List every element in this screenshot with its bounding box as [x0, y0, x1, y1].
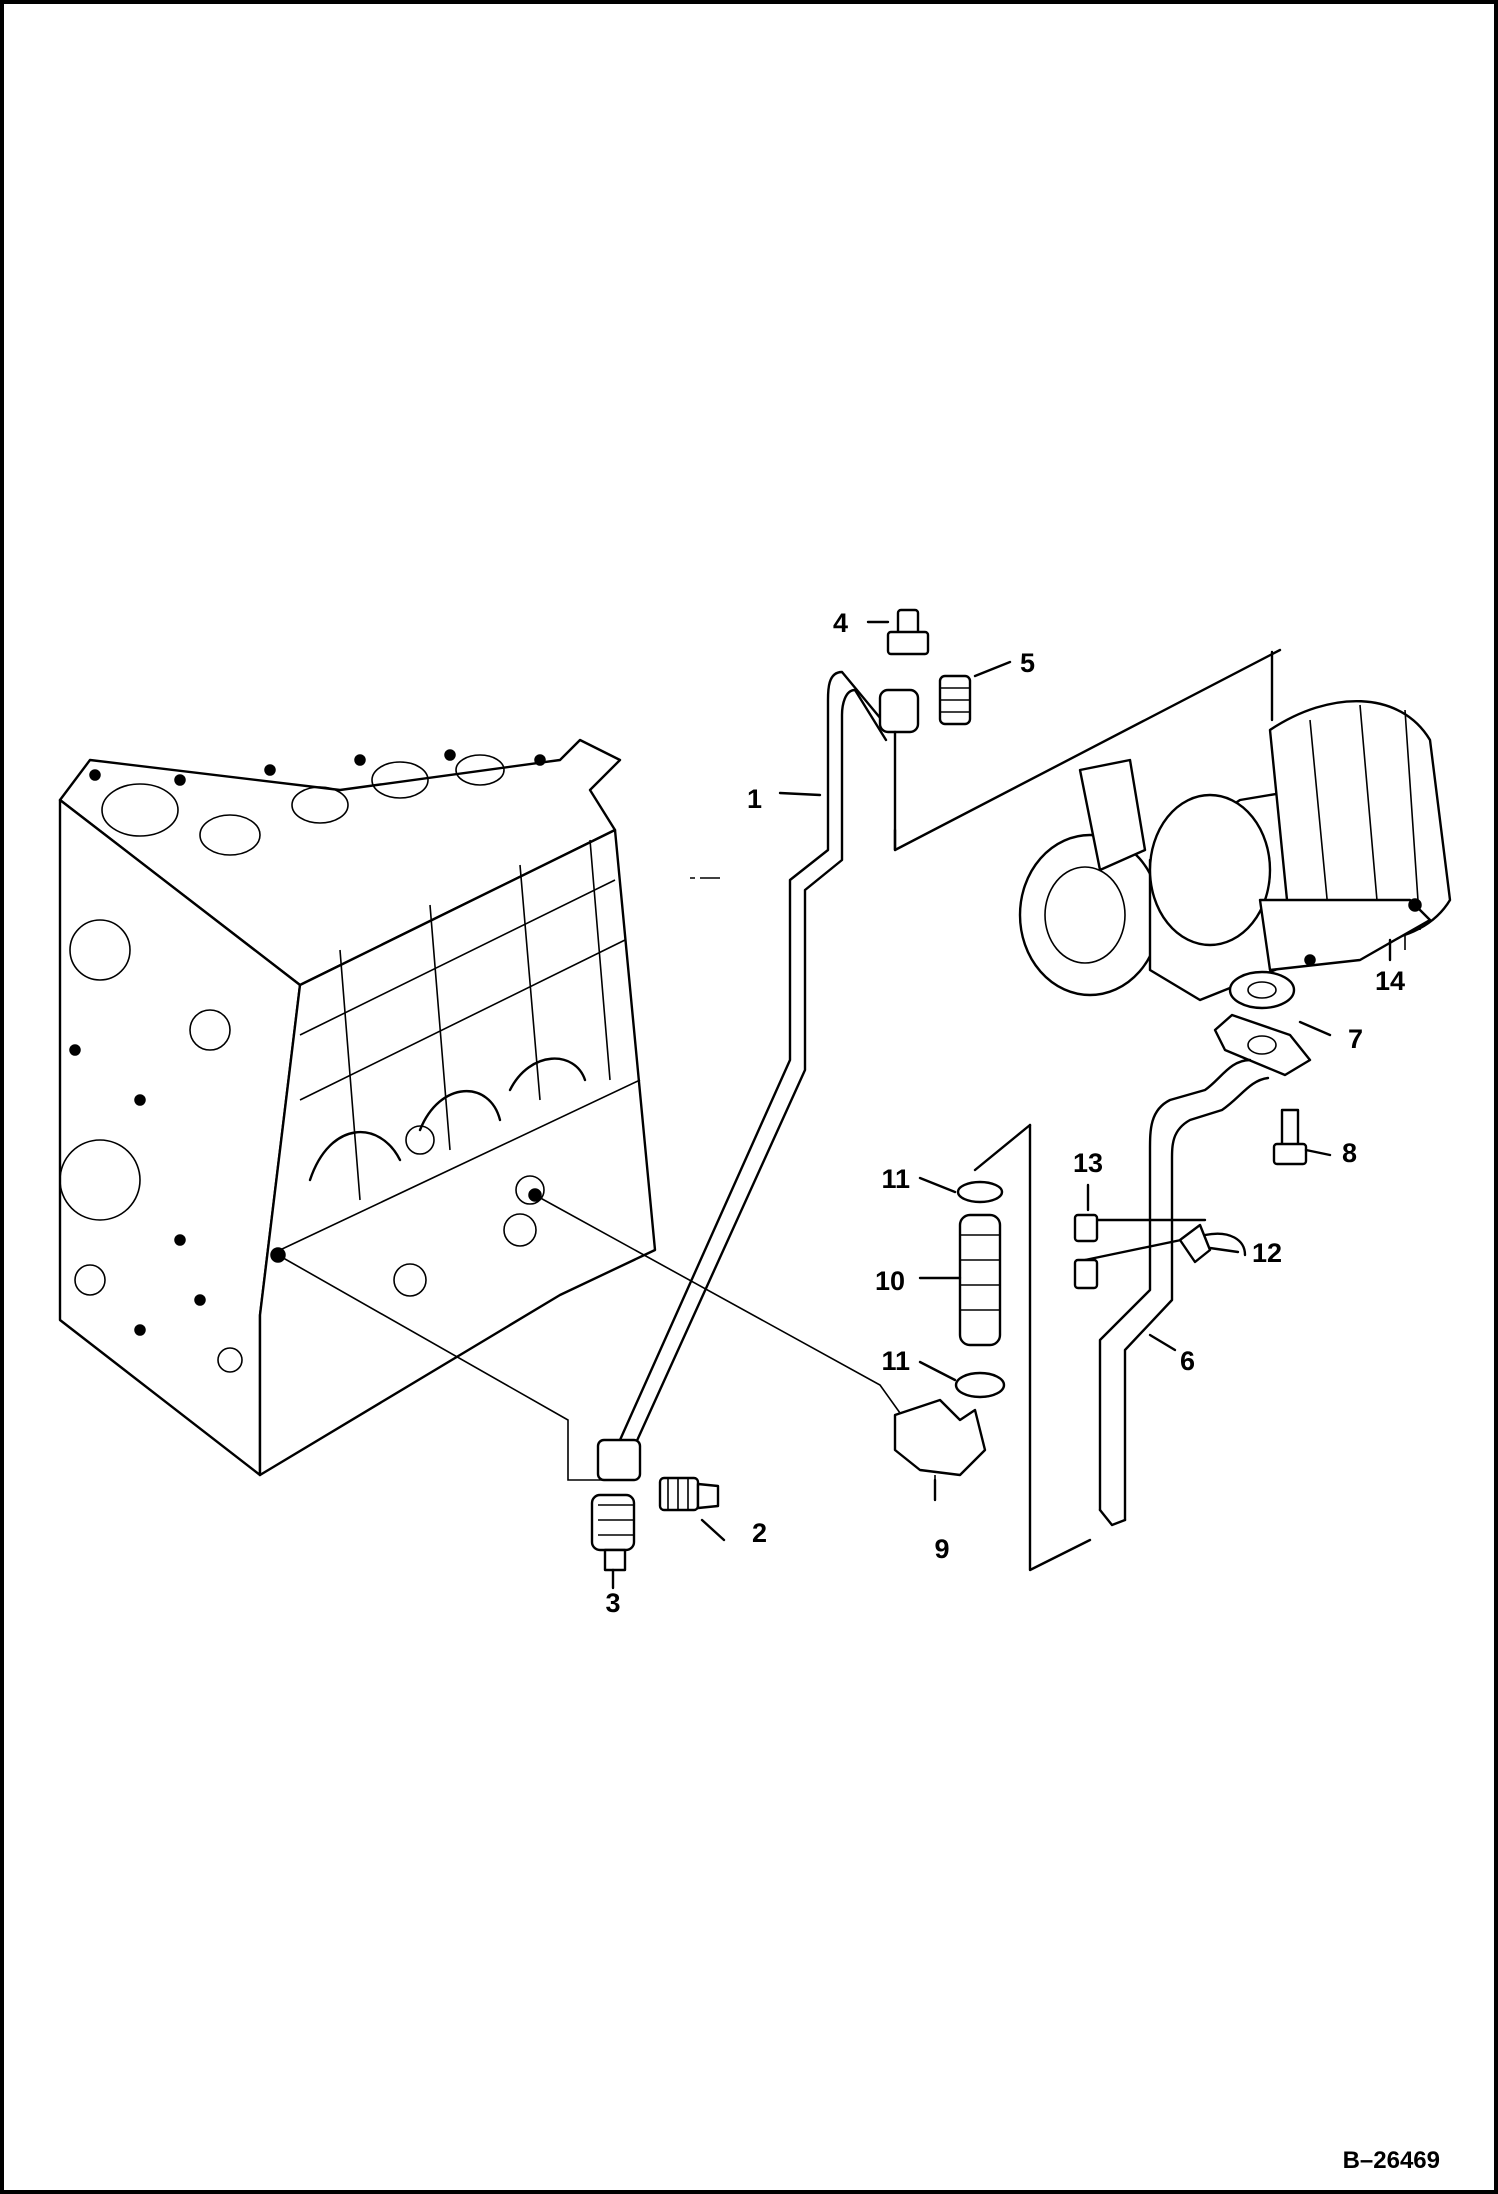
gasket-7 [1213, 970, 1312, 1077]
callout-1: 1 [747, 784, 762, 814]
clamp-12-13 [1073, 1213, 1247, 1290]
callout-3: 3 [605, 1588, 620, 1618]
hose-assembly-9-10-11 [893, 1123, 1092, 1572]
callout-12: 12 [1252, 1238, 1282, 1268]
callout-9: 9 [934, 1534, 949, 1564]
turbocharger [1018, 650, 1452, 1002]
callout-7: 7 [1348, 1024, 1363, 1054]
banjo-fitting-top [878, 608, 1282, 852]
callout-8: 8 [1342, 1138, 1357, 1168]
callout-6: 6 [1180, 1346, 1195, 1376]
callout-13: 13 [1073, 1148, 1103, 1178]
callout-leaders [611, 620, 1392, 1590]
oil-drain-pipe-6 [1098, 1058, 1270, 1527]
callout-14: 14 [1375, 966, 1405, 996]
callout-5: 5 [1020, 648, 1035, 678]
callout-2: 2 [752, 1518, 767, 1548]
callout-4: 4 [833, 608, 848, 638]
bolt-8 [1272, 1108, 1308, 1166]
leader-block-to-fitting-9 [534, 1194, 906, 1421]
banjo-bolt-2 [658, 1476, 720, 1512]
callout-11-upper: 11 [881, 1164, 910, 1194]
leader-block-to-fitting-3 [277, 1254, 610, 1481]
callout-11-lower: 11 [881, 1346, 910, 1376]
engine-block [58, 738, 720, 1477]
banjo-fitting-3 [590, 1438, 642, 1572]
callout-10: 10 [875, 1266, 905, 1296]
drawing-number: B–26469 [1343, 2147, 1440, 2174]
oil-pipe-1 [618, 670, 888, 1447]
